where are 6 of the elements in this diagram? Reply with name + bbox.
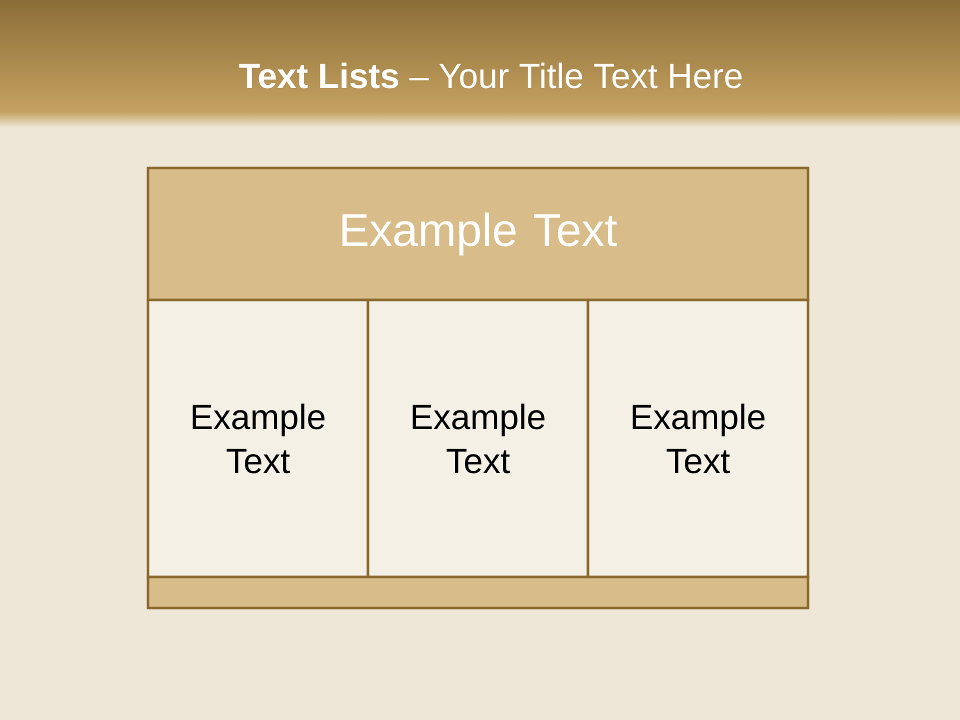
title: Text Lists – Your Title Text Here <box>239 62 742 88</box>
footer-band <box>146 576 810 610</box>
text-cell: Example Text <box>586 298 810 578</box>
header-band: Example Text <box>146 166 810 302</box>
text-cell: Example Text <box>146 298 370 578</box>
text-cell: Example Text <box>366 298 590 578</box>
